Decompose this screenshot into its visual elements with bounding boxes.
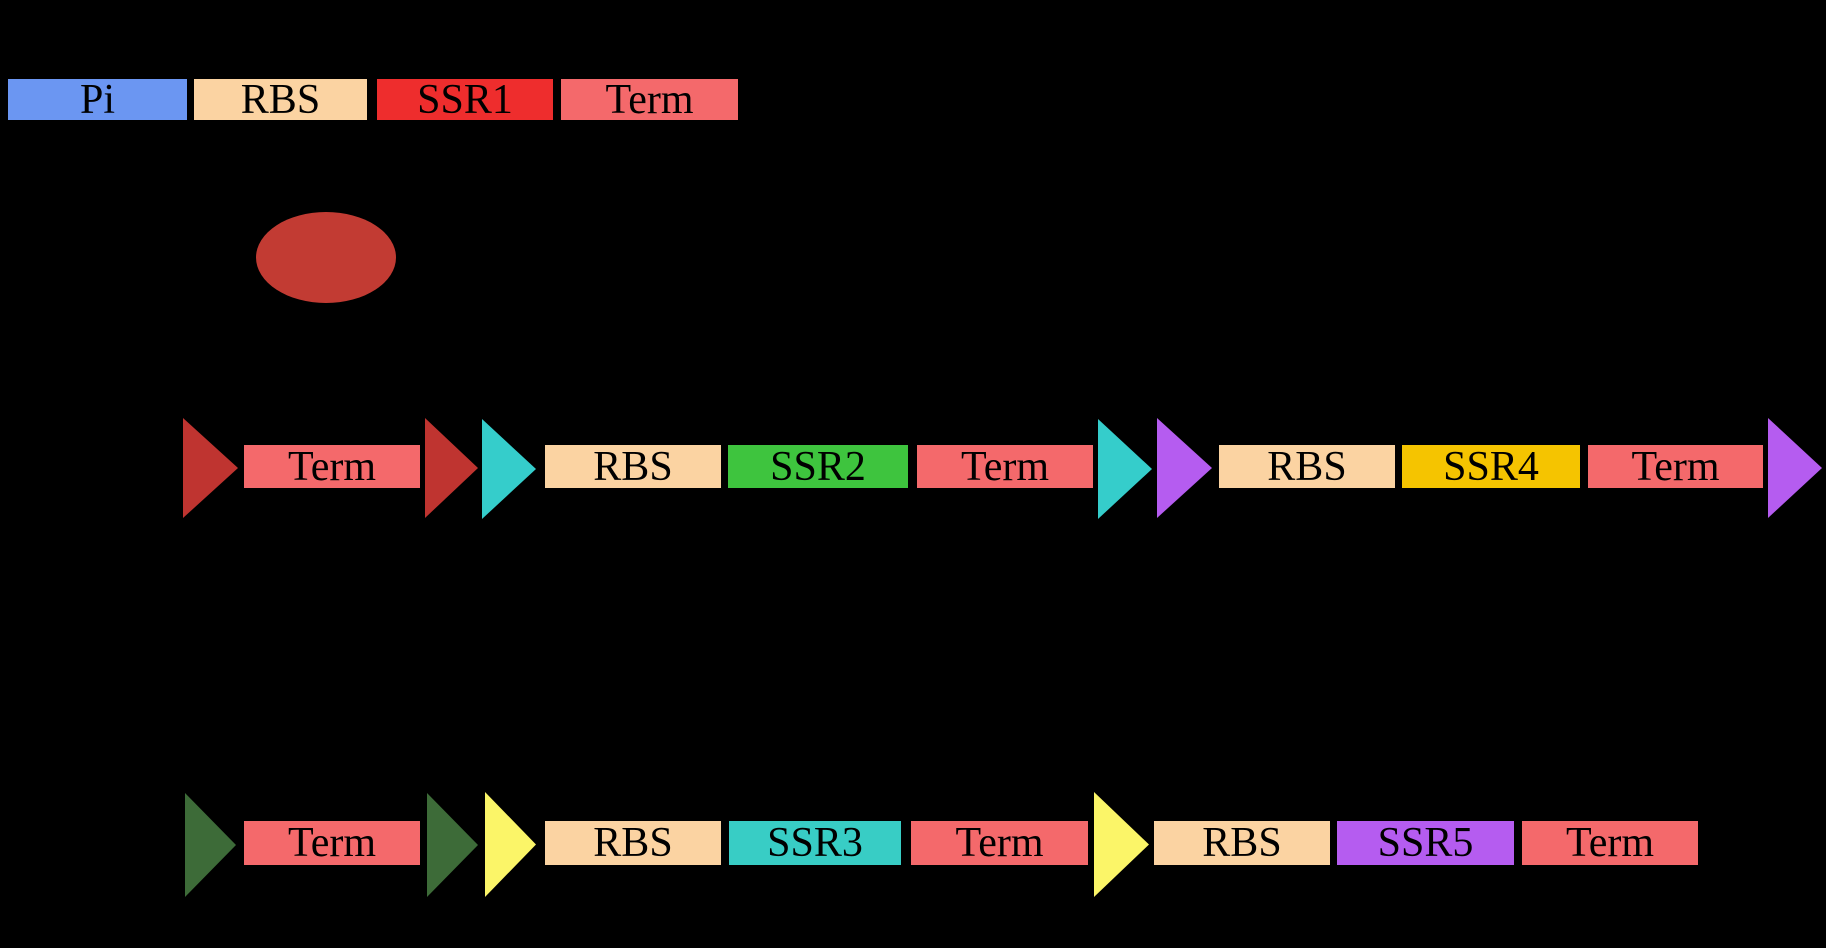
recombination-site-purple-triangle	[1768, 418, 1822, 518]
block-term: Term	[909, 819, 1090, 867]
block-ssr2: SSR2	[726, 443, 910, 490]
recombination-site-teal-triangle	[1098, 419, 1152, 519]
block-rbs: RBS	[543, 443, 723, 490]
recombination-site-yellow-triangle	[1094, 792, 1149, 897]
block-term: Term	[915, 443, 1095, 490]
block-pi: Pi	[6, 77, 189, 122]
block-term: Term	[1520, 819, 1700, 867]
block-rbs: RBS	[543, 819, 723, 867]
block-ssr3: SSR3	[727, 819, 903, 867]
block-term: Term	[242, 819, 422, 867]
block-ssr5: SSR5	[1335, 819, 1516, 867]
recombination-site-darkgreen-triangle	[427, 793, 478, 897]
recombination-site-darkgreen-triangle	[185, 793, 236, 897]
block-term: Term	[242, 443, 422, 490]
recombination-site-teal-triangle	[482, 419, 536, 519]
block-rbs: RBS	[192, 77, 369, 122]
block-ssr4: SSR4	[1400, 443, 1582, 490]
recombination-site-darkred-triangle	[183, 418, 238, 518]
recombination-site-darkred-triangle	[425, 418, 478, 518]
block-term: Term	[1586, 443, 1765, 490]
recombination-site-purple-triangle	[1157, 418, 1212, 518]
block-ssr1: SSR1	[375, 77, 555, 122]
block-rbs: RBS	[1152, 819, 1332, 867]
recombination-site-yellow-triangle	[485, 792, 536, 897]
block-rbs: RBS	[1217, 443, 1397, 490]
block-term: Term	[559, 77, 740, 122]
ssr1-protein-ellipse	[256, 212, 396, 303]
